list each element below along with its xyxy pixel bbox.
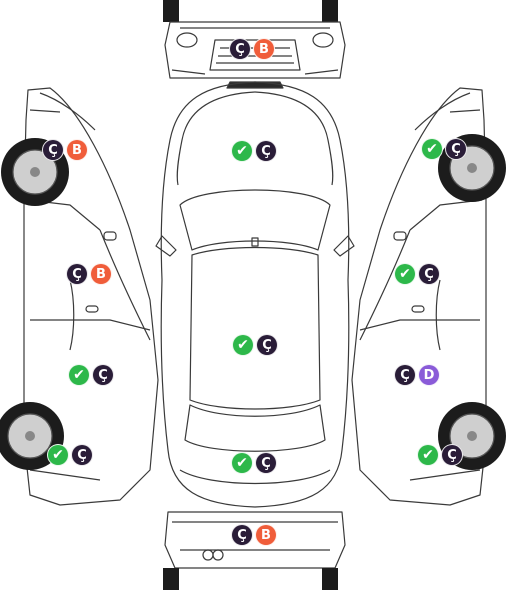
cizik-badge: Ç (71, 444, 93, 466)
cizik-badge: Ç (418, 263, 440, 285)
boya-badge: B (253, 38, 275, 60)
part-right-front-door[interactable]: ✔Ç (394, 263, 440, 285)
check-icon: ✔ (68, 364, 90, 386)
check-icon: ✔ (231, 452, 253, 474)
check-icon: ✔ (421, 138, 443, 160)
part-right-rear-fender[interactable]: ✔Ç (417, 444, 463, 466)
boya-badge: B (255, 524, 277, 546)
check-icon: ✔ (47, 444, 69, 466)
check-icon: ✔ (417, 444, 439, 466)
part-roof[interactable]: ✔Ç (232, 334, 278, 356)
cizik-badge: Ç (255, 452, 277, 474)
top-view (155, 81, 355, 508)
left-side-view (23, 87, 159, 506)
left-rear-wheel (0, 402, 64, 470)
cizik-badge: Ç (255, 140, 277, 162)
part-trunk[interactable]: ✔Ç (231, 452, 277, 474)
part-left-rear-door[interactable]: ✔Ç (68, 364, 114, 386)
degisen-badge: D (418, 364, 440, 386)
cizik-badge: Ç (42, 139, 64, 161)
boya-badge: B (66, 139, 88, 161)
cizik-badge: Ç (229, 38, 251, 60)
cizik-badge: Ç (66, 263, 88, 285)
part-right-front-fender[interactable]: ✔Ç (421, 138, 467, 160)
cizik-badge: Ç (394, 364, 416, 386)
check-icon: ✔ (232, 334, 254, 356)
boya-badge: B (90, 263, 112, 285)
cizik-badge: Ç (231, 524, 253, 546)
right-side-view (351, 87, 487, 506)
rear-view (163, 511, 346, 590)
cizik-badge: Ç (92, 364, 114, 386)
cizik-badge: Ç (441, 444, 463, 466)
check-icon: ✔ (231, 140, 253, 162)
part-hood[interactable]: ✔Ç (231, 140, 277, 162)
cizik-badge: Ç (445, 138, 467, 160)
check-icon: ✔ (394, 263, 416, 285)
part-left-rear-fender[interactable]: ✔Ç (47, 444, 93, 466)
cizik-badge: Ç (256, 334, 278, 356)
